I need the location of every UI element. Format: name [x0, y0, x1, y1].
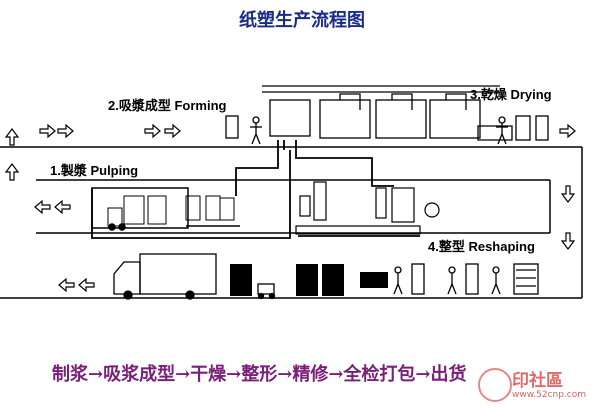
worker-icon: [491, 266, 501, 295]
pipe-network: [91, 140, 420, 239]
watermark-logo-icon: [478, 368, 512, 402]
stage-label-drying: 3.乾燥 Drying: [470, 87, 552, 102]
pulping-equipment: [91, 187, 240, 231]
arrow-left-icon: [34, 199, 51, 215]
arrow-left-icon: [78, 277, 95, 293]
arrow-left-icon: [58, 277, 75, 293]
arrow-right-icon: [164, 123, 181, 139]
reshaping-stations: [411, 263, 539, 295]
worker-icon: [496, 116, 508, 145]
arrow-right-icon: [144, 123, 161, 139]
watermark-brand: 印社區: [512, 371, 563, 391]
worker-icon: [393, 266, 403, 295]
corridor-lines: [0, 146, 583, 299]
stage-label-reshaping: 4.整型 Reshaping: [428, 239, 535, 254]
stage-label-forming: 2.吸漿成型 Forming: [108, 98, 227, 113]
forklift-icon: [257, 283, 276, 300]
page-title: 纸塑生产流程图: [239, 10, 365, 31]
arrow-right-icon: [559, 123, 576, 139]
tank-equipment: [295, 181, 440, 235]
arrow-up-icon: [4, 128, 20, 146]
arrow-down-icon: [560, 232, 576, 250]
process-flow-summary: 制浆→吸浆成型→干燥→整形→精修→全检打包→出货: [52, 364, 467, 385]
worker-icon: [447, 266, 457, 295]
arrow-up-icon: [4, 163, 20, 181]
flow-arrows: [4, 123, 576, 293]
stage-label-pulping: 1.製漿 Pulping: [50, 163, 139, 178]
arrow-right-icon: [39, 123, 56, 139]
truck-icon: [113, 253, 217, 300]
forming-drying-machinery: [225, 85, 549, 141]
arrow-right-icon: [57, 123, 74, 139]
pallet-stack-icon: [230, 264, 388, 296]
arrow-left-icon: [54, 199, 71, 215]
worker-figures: [250, 116, 508, 295]
arrow-down-icon: [560, 185, 576, 203]
shipping-area: [113, 253, 539, 300]
watermark: 印社區 www.52cnp.com: [478, 364, 602, 406]
watermark-url: www.52cnp.com: [512, 390, 587, 400]
worker-icon: [250, 116, 262, 145]
